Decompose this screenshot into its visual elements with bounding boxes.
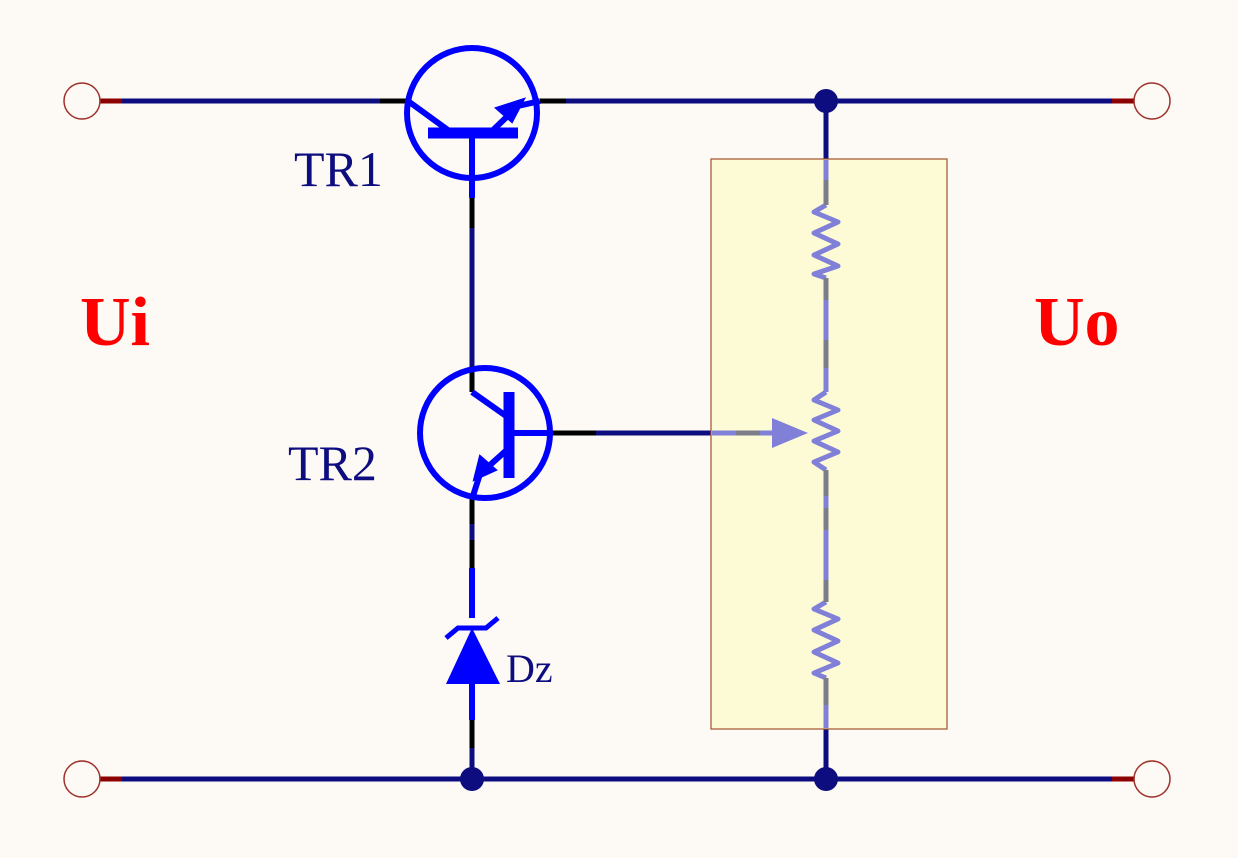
- divider-highlight-box: [710, 158, 948, 730]
- zener-label: Dz: [506, 646, 553, 691]
- junction-bottom-divider: [814, 767, 838, 791]
- potentiometer: [811, 389, 841, 473]
- resistor-top: [811, 202, 841, 281]
- output-positive-terminal[interactable]: [1133, 82, 1171, 120]
- pin-stubs: [380, 98, 596, 748]
- output-negative-terminal[interactable]: [1133, 760, 1171, 798]
- terminals: [63, 82, 1171, 798]
- junction-bottom-zener: [460, 767, 484, 791]
- tr1-label: TR1: [294, 141, 383, 197]
- tr2-label: TR2: [288, 435, 377, 491]
- terminal-stubs: [100, 98, 1134, 782]
- voltage-divider-block[interactable]: [710, 158, 948, 730]
- output-voltage-label: Uo: [1034, 284, 1120, 361]
- wires: [122, 98, 1112, 782]
- zener-diode-dz[interactable]: [444, 568, 500, 720]
- input-positive-terminal[interactable]: [63, 82, 101, 120]
- resistor-bottom: [811, 599, 841, 681]
- junction-top-output: [814, 89, 838, 113]
- potentiometer-wiper-arrow: [772, 418, 808, 448]
- input-negative-terminal[interactable]: [63, 760, 101, 798]
- junctions: [460, 89, 838, 791]
- transistor-tr2[interactable]: [417, 365, 553, 501]
- transistor-tr1[interactable]: [404, 45, 541, 198]
- input-voltage-label: Ui: [80, 284, 150, 361]
